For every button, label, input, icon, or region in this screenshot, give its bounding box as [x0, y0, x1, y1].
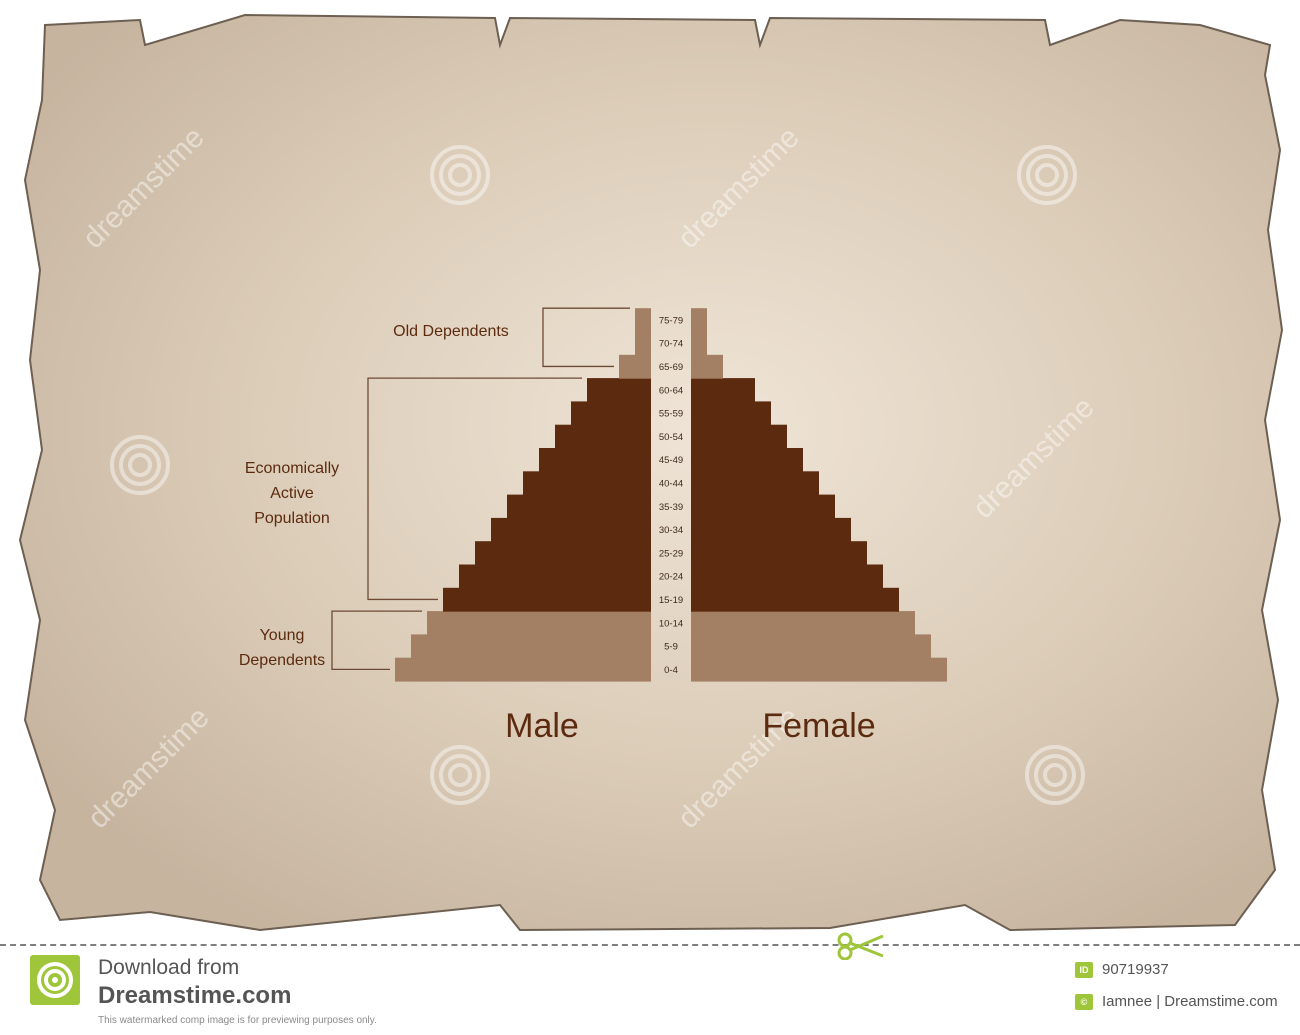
- female-bar-75-79: [691, 308, 707, 333]
- group-label: Young: [260, 627, 305, 644]
- group-bracket: [367, 377, 582, 601]
- female-bar-70-74: [691, 331, 707, 356]
- group-label: Old Dependents: [393, 323, 509, 340]
- female-bar-0-4: [691, 657, 947, 682]
- male-label: Male: [505, 707, 579, 745]
- female-bar-15-19: [691, 587, 899, 612]
- age-label: 40-44: [659, 478, 683, 489]
- male-bar-10-14: [427, 611, 651, 635]
- group-label: Dependents: [239, 652, 325, 669]
- watermark-spiral-icon: [1017, 145, 1077, 205]
- female-bar-5-9: [691, 634, 931, 659]
- age-label: 50-54: [659, 432, 683, 443]
- group-bracket: [331, 610, 422, 670]
- age-label: 15-19: [659, 595, 683, 606]
- female-bar-35-39: [691, 494, 835, 519]
- female-bar-45-49: [691, 448, 803, 472]
- id-badge-icon: ID: [1075, 962, 1093, 978]
- age-label: 65-69: [659, 362, 683, 373]
- dreamstime-logo-icon: [30, 955, 80, 1005]
- group-label: Active: [270, 485, 314, 502]
- age-label: 25-29: [659, 548, 683, 559]
- site-name-link[interactable]: Dreamstime.com: [98, 982, 292, 1009]
- female-bar-65-69: [691, 354, 723, 379]
- watermark-spiral-icon: [430, 145, 490, 205]
- group-bracket: [542, 307, 630, 368]
- female-bar-25-29: [691, 541, 867, 566]
- female-bar-20-24: [691, 564, 883, 589]
- male-bar-25-29: [475, 541, 651, 566]
- male-bar-70-74: [635, 331, 651, 356]
- age-label: 30-34: [659, 525, 683, 536]
- male-bar-60-64: [587, 378, 651, 402]
- age-label: 75-79: [659, 315, 683, 326]
- age-label: 5-9: [664, 642, 678, 653]
- male-bar-45-49: [539, 448, 651, 472]
- image-id-text: 90719937: [1102, 961, 1169, 978]
- male-bar-30-34: [491, 517, 651, 542]
- male-bar-5-9: [411, 634, 651, 659]
- group-label: Population: [254, 510, 330, 527]
- female-bar-30-34: [691, 517, 851, 542]
- female-bar-50-54: [691, 424, 787, 449]
- female-bar-60-64: [691, 378, 755, 402]
- credit-text[interactable]: Iamnee | Dreamstime.com: [1102, 993, 1278, 1010]
- preview-note: This watermarked comp image is for previ…: [98, 1015, 377, 1026]
- pyramid-bars: [395, 308, 947, 682]
- male-bar-15-19: [443, 587, 651, 612]
- age-label: 45-49: [659, 455, 683, 466]
- group-label: Economically: [245, 460, 339, 477]
- age-label: 10-14: [659, 618, 683, 629]
- male-bar-65-69: [619, 354, 651, 379]
- download-from-text: Download from: [98, 956, 240, 979]
- age-label: 70-74: [659, 339, 683, 350]
- male-bar-35-39: [507, 494, 651, 519]
- age-label: 55-59: [659, 409, 683, 420]
- watermark-spiral-icon: [110, 435, 170, 495]
- age-label: 20-24: [659, 572, 683, 583]
- age-label: 35-39: [659, 502, 683, 513]
- dashed-cut-line: [0, 944, 1300, 946]
- male-bar-40-44: [523, 471, 651, 496]
- female-bar-55-59: [691, 401, 771, 426]
- watermark-spiral-icon: [1025, 745, 1085, 805]
- male-bar-20-24: [459, 564, 651, 589]
- male-bar-55-59: [571, 401, 651, 426]
- copyright-badge-icon: ©: [1075, 994, 1093, 1010]
- age-labels: 0-4 5-9 10-14 15-19 20-24 25-29 30-34 35-39 40-4…: [659, 315, 683, 675]
- scissors-icon: [837, 932, 884, 960]
- female-bar-10-14: [691, 611, 915, 635]
- male-bar-75-79: [635, 308, 651, 333]
- male-bar-0-4: [395, 657, 651, 682]
- watermark-spiral-icon: [430, 745, 490, 805]
- female-bar-40-44: [691, 471, 819, 496]
- male-bar-50-54: [555, 424, 651, 449]
- download-footer: Download from Dreamstime.com This waterm…: [0, 932, 1300, 1035]
- female-label: Female: [762, 707, 875, 745]
- age-label: 60-64: [659, 385, 683, 396]
- age-label: 0-4: [664, 665, 678, 676]
